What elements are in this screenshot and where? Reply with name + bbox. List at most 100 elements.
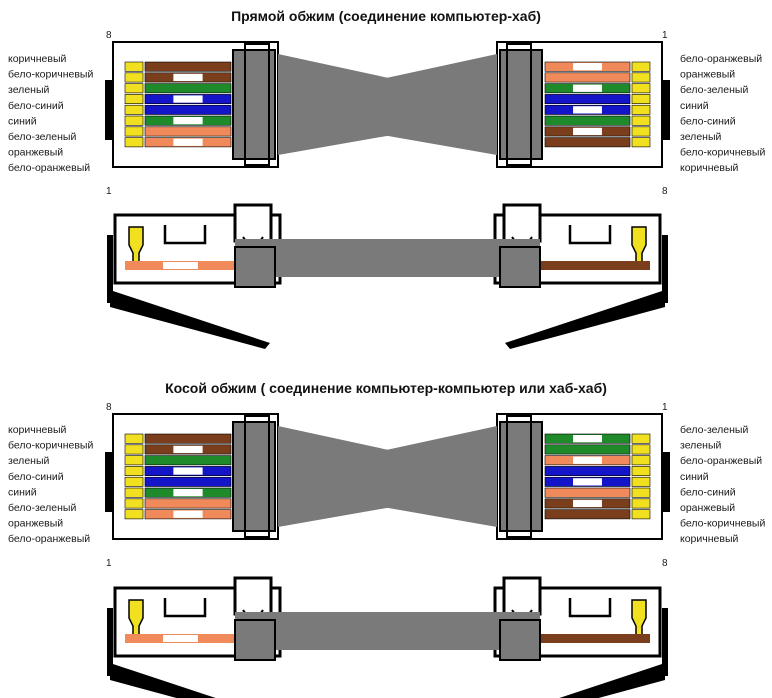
wire-blue bbox=[544, 466, 631, 476]
side-back-edge bbox=[662, 235, 668, 303]
pin-number: 8 bbox=[662, 186, 668, 197]
side-clip bbox=[559, 663, 665, 698]
wire-label: оранжевый bbox=[8, 518, 63, 530]
wire-white-segment bbox=[573, 478, 602, 486]
wire-orange bbox=[544, 487, 631, 498]
contact-pin bbox=[631, 61, 651, 72]
wire-label: бело-оранжевый bbox=[8, 162, 90, 174]
wire-green bbox=[544, 444, 631, 455]
wire-white-segment bbox=[173, 467, 203, 475]
cable bbox=[377, 54, 497, 155]
contact-pin bbox=[124, 137, 144, 148]
wire-white-segment bbox=[573, 435, 602, 443]
wire-orange bbox=[144, 498, 232, 509]
wire-green bbox=[544, 115, 631, 126]
pin-number: 1 bbox=[662, 402, 668, 413]
side-cable-boot bbox=[234, 619, 276, 661]
wire-label: бело-коричневый bbox=[8, 69, 93, 81]
side-clip bbox=[505, 290, 665, 349]
wire-white-segment bbox=[173, 117, 203, 125]
wire-label: коричневый bbox=[8, 424, 66, 436]
contact-pin bbox=[124, 72, 144, 83]
wire-label: бело-зеленый bbox=[680, 424, 748, 436]
pin-number: 1 bbox=[662, 30, 668, 41]
contact-pin bbox=[631, 137, 651, 148]
wire-label: бело-зеленый bbox=[680, 84, 748, 96]
side-wire-white bbox=[163, 262, 198, 269]
pin-number: 8 bbox=[662, 558, 668, 569]
strain-relief-frame bbox=[506, 43, 532, 166]
side-latch-notch bbox=[568, 225, 612, 245]
contact-pin bbox=[124, 104, 144, 115]
wire-label: синий bbox=[680, 100, 709, 112]
plug-back-edge bbox=[662, 80, 670, 140]
contact-pin bbox=[124, 61, 144, 72]
wire-brown bbox=[144, 61, 232, 72]
side-latch-top bbox=[233, 203, 273, 243]
contact-pin bbox=[631, 126, 651, 137]
side-clip bbox=[110, 663, 216, 698]
wire-label: оранжевый bbox=[680, 502, 735, 514]
contact-pin bbox=[631, 466, 651, 476]
section-title: Прямой обжим (соединение компьютер-хаб) bbox=[231, 8, 541, 24]
cable bbox=[377, 426, 497, 527]
contact-pin bbox=[631, 83, 651, 94]
wire-label: коричневый bbox=[680, 162, 738, 174]
section-straight: Прямой обжим (соединение компьютер-хаб) 8… bbox=[8, 8, 765, 349]
plug-back-edge bbox=[105, 80, 113, 140]
wire-white-segment bbox=[573, 106, 602, 114]
contact-pin bbox=[631, 455, 651, 466]
wire-white-segment bbox=[173, 138, 203, 146]
pin-number: 8 bbox=[106, 402, 112, 413]
wire-label: коричневый bbox=[8, 53, 66, 65]
wire-label: бело-оранжевый bbox=[680, 53, 762, 65]
side-back-edge bbox=[662, 608, 668, 676]
strain-relief-frame bbox=[244, 415, 270, 538]
wire-label: зеленый bbox=[680, 440, 721, 452]
wire-brown bbox=[144, 433, 232, 444]
wire-label: бело-зеленый bbox=[8, 502, 76, 514]
side-back-edge bbox=[107, 235, 113, 303]
section-crossover: Косой обжим ( соединение компьютер-компь… bbox=[8, 380, 765, 698]
wire-label: бело-коричневый bbox=[8, 440, 93, 452]
wire-label: бело-коричневый bbox=[680, 147, 765, 159]
wire-label: бело-синий bbox=[680, 115, 736, 127]
side-wire-white bbox=[163, 635, 198, 642]
wire-label: синий bbox=[8, 486, 37, 498]
side-latch-notch bbox=[163, 598, 207, 618]
pin-number: 1 bbox=[106, 186, 112, 197]
plug-back-edge bbox=[662, 452, 670, 512]
wire-blue bbox=[144, 476, 232, 487]
wire-label: синий bbox=[8, 115, 37, 127]
contact-pin bbox=[124, 455, 144, 466]
side-latch-top bbox=[233, 576, 273, 616]
side-wire bbox=[540, 261, 650, 270]
wire-label: зеленый bbox=[8, 84, 49, 96]
wire-label: бело-оранжевый bbox=[8, 533, 90, 545]
wire-label: бело-коричневый bbox=[680, 518, 765, 530]
wire-white-segment bbox=[173, 489, 203, 497]
side-cable-boot bbox=[234, 246, 276, 288]
side-wire bbox=[540, 634, 650, 643]
wire-white-segment bbox=[173, 445, 203, 454]
side-latch-notch bbox=[568, 598, 612, 618]
pin-number: 8 bbox=[106, 30, 112, 41]
wire-green bbox=[144, 83, 232, 94]
contact-pin bbox=[631, 498, 651, 509]
wire-white-segment bbox=[573, 499, 602, 508]
contact-pin bbox=[124, 498, 144, 509]
contact-pin bbox=[631, 115, 651, 126]
wire-blue bbox=[544, 94, 631, 105]
contact-pin bbox=[124, 444, 144, 455]
cable bbox=[278, 54, 398, 155]
wire-white-segment bbox=[573, 63, 602, 71]
contact-pin bbox=[631, 487, 651, 498]
pin-number: 1 bbox=[106, 558, 112, 569]
wire-label: бело-оранжевый bbox=[680, 455, 762, 467]
side-cable-boot bbox=[499, 246, 541, 288]
wire-label: бело-синий bbox=[8, 471, 64, 483]
wire-brown bbox=[544, 137, 631, 148]
wire-green bbox=[144, 455, 232, 466]
side-cable-boot bbox=[499, 619, 541, 661]
